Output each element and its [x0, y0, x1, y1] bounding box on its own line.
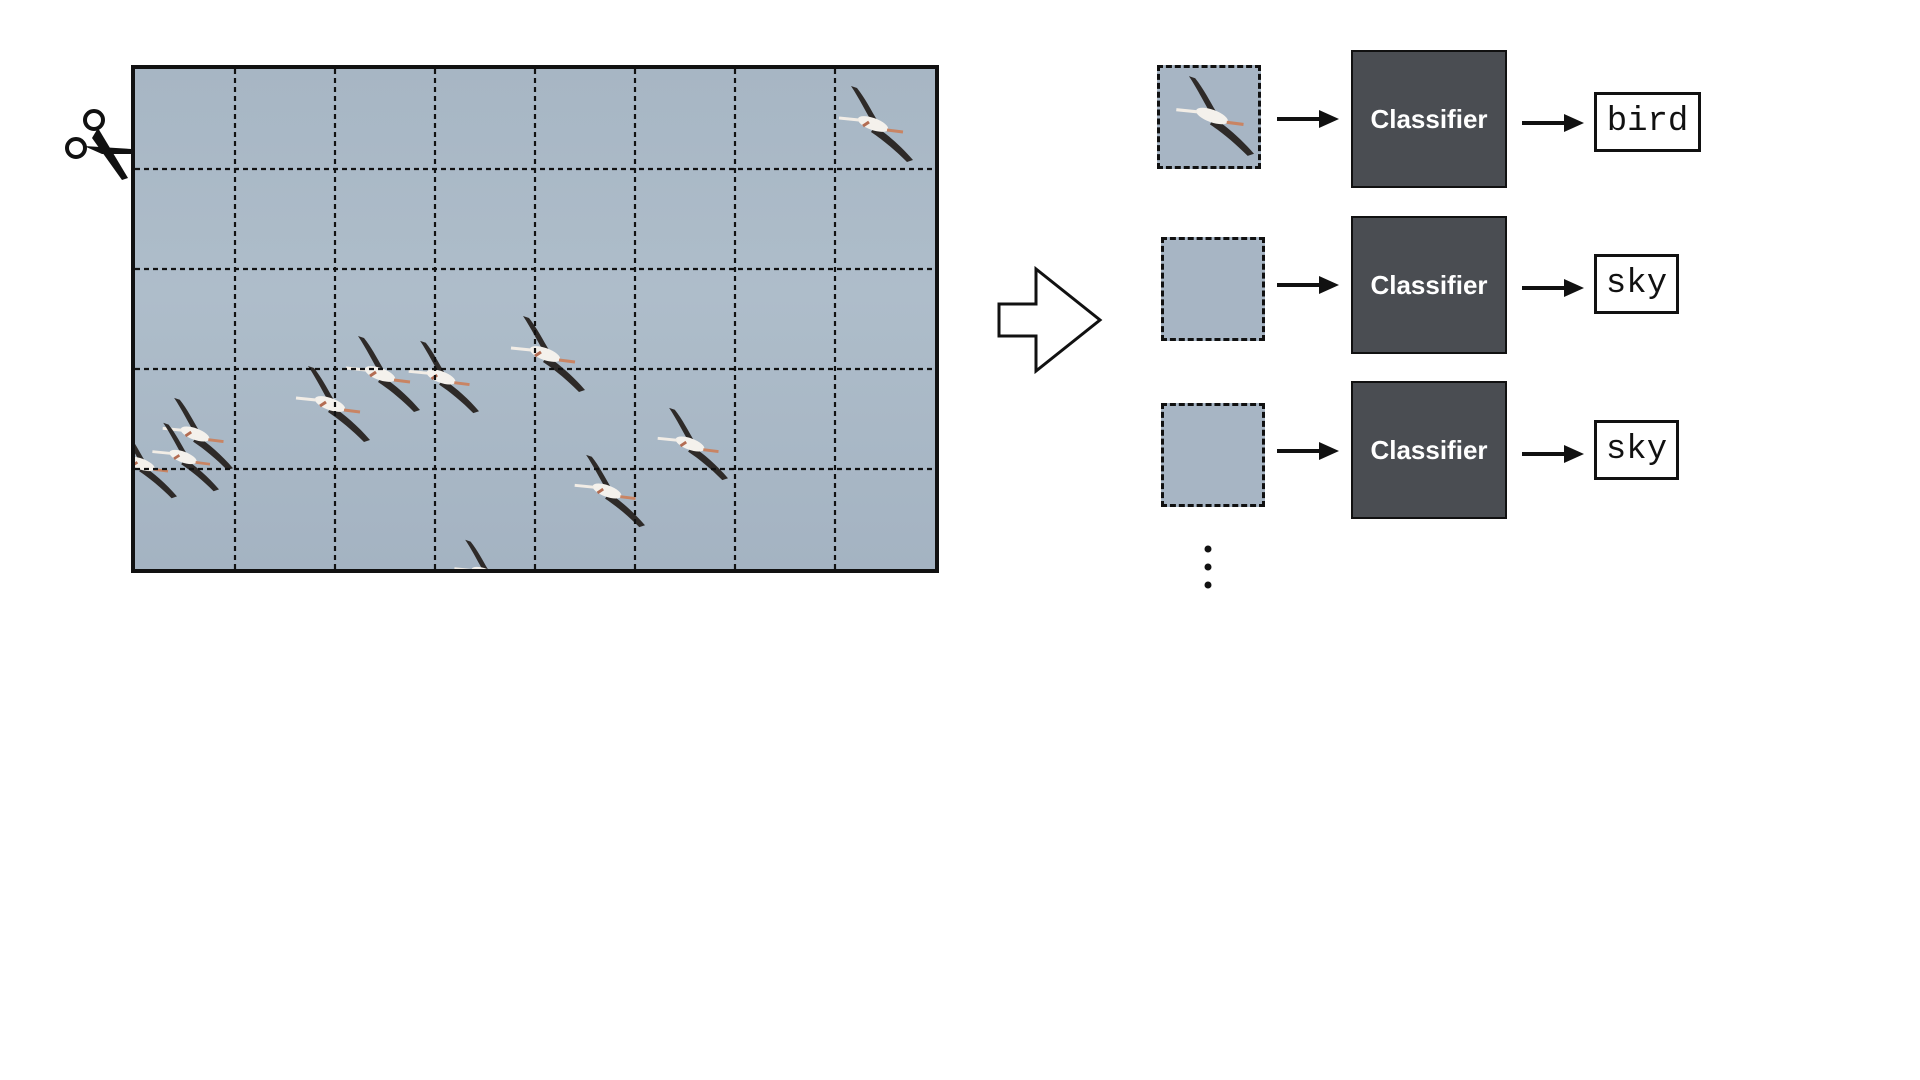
- classifier-box: Classifier: [1351, 50, 1507, 188]
- output-label: bird: [1594, 92, 1701, 152]
- right-arrow-icon: [1522, 112, 1584, 134]
- output-label-text: bird: [1606, 103, 1689, 141]
- more-rows-ellipsis: [1201, 544, 1215, 590]
- output-label: sky: [1594, 254, 1679, 314]
- right-arrow-icon: [1277, 108, 1339, 130]
- classifier-label: Classifier: [1370, 103, 1488, 134]
- sky-photo-with-grid: [131, 65, 939, 573]
- sky-patch: [1161, 403, 1265, 507]
- sky-patch: [1161, 237, 1265, 341]
- classifier-label: Classifier: [1370, 269, 1488, 300]
- output-label-text: sky: [1605, 431, 1668, 469]
- bird-patch: [1157, 65, 1261, 169]
- output-label-text: sky: [1605, 265, 1668, 303]
- right-arrow-icon: [1522, 277, 1584, 299]
- right-arrow-icon: [1277, 274, 1339, 296]
- classifier-box: Classifier: [1351, 216, 1507, 354]
- output-label: sky: [1594, 420, 1679, 480]
- right-arrow-icon: [1522, 443, 1584, 465]
- classifier-label: Classifier: [1370, 434, 1488, 465]
- right-arrow-icon: [1277, 440, 1339, 462]
- classifier-box: Classifier: [1351, 381, 1507, 519]
- hollow-right-arrow-icon: [996, 265, 1104, 375]
